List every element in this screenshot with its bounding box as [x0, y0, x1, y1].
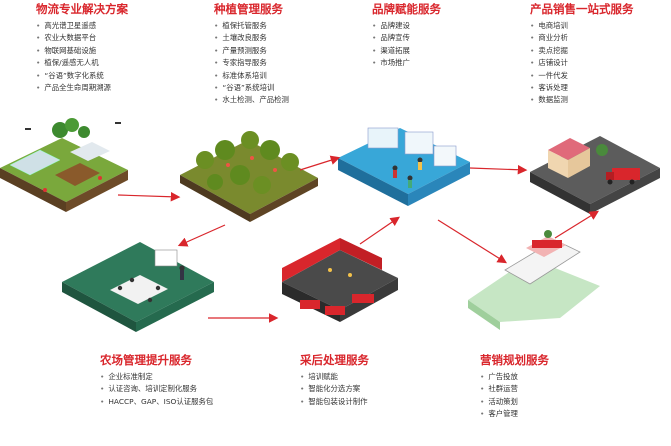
arrow-brand-to-retail	[470, 168, 525, 170]
warehouse-scene	[282, 238, 398, 322]
list-item: 标准体系培训	[214, 70, 289, 82]
list-item: 企业标准制定	[100, 371, 213, 383]
list-item: 土壤改良服务	[214, 32, 289, 44]
list-item: 植保托管服务	[214, 20, 289, 32]
arrow-warehouse-to-brand	[360, 218, 398, 244]
section-title: 农场管理提升服务	[100, 353, 213, 367]
list-item: 物联网基础设施	[36, 45, 128, 57]
list-item: 客诉处理	[530, 82, 634, 94]
list-item: 智能包装设计制作	[300, 396, 369, 408]
mobile-marketing-scene	[468, 230, 600, 330]
section-title: 采后处理服务	[300, 353, 369, 367]
list-item: HACCP、GAP、ISO认证服务包	[100, 396, 213, 408]
section-logistics-solution: 物流专业解决方案 高光谱卫星遥感 农业大数据平台 物联网基础设施 植保/遥感无人…	[36, 2, 128, 94]
arrow-brand-to-mobile	[438, 220, 505, 262]
section-title: 品牌赋能服务	[372, 2, 441, 16]
list-item: 专家指导服务	[214, 57, 289, 69]
list-item: 产量预测服务	[214, 45, 289, 57]
section-title: 种植管理服务	[214, 2, 289, 16]
section-title: 营销规划服务	[480, 353, 549, 367]
section-title: 物流专业解决方案	[36, 2, 128, 16]
section-title: 产品销售一站式服务	[530, 2, 634, 16]
orchard-scene	[180, 131, 318, 222]
list-item: 广告投放	[480, 371, 549, 383]
list-item: 培训赋能	[300, 371, 369, 383]
list-item: 电商培训	[530, 20, 634, 32]
section-planting-management: 种植管理服务 植保托管服务 土壤改良服务 产量预测服务 专家指导服务 标准体系培…	[214, 2, 289, 107]
list-item: 一件代发	[530, 70, 634, 82]
list-item: 产品全生命周期溯源	[36, 82, 128, 94]
section-one-stop-sales: 产品销售一站式服务 电商培训 商业分析 卖点挖掘 店铺设计 一件代发 客诉处理 …	[530, 2, 634, 107]
list-item: 社群运营	[480, 383, 549, 395]
list-item: “谷语”数字化系统	[36, 70, 128, 82]
list-item: 客户管理	[480, 408, 549, 420]
list-item: 卖点挖掘	[530, 45, 634, 57]
list-item: 活动策划	[480, 396, 549, 408]
list-item: 植保/遥感无人机	[36, 57, 128, 69]
list-item: 农业大数据平台	[36, 32, 128, 44]
list-item: 品牌宣传	[372, 32, 441, 44]
section-farm-management: 农场管理提升服务 企业标准制定 认证咨询、培训定制化服务 HACCP、GAP、I…	[100, 353, 213, 408]
arrow-orchard-to-meeting	[180, 225, 225, 245]
list-item: 市场推广	[372, 57, 441, 69]
list-item: 店铺设计	[530, 57, 634, 69]
list-item: 智能化分选方案	[300, 383, 369, 395]
smart-farm-scene	[0, 118, 128, 212]
list-item: 品牌建设	[372, 20, 441, 32]
arrow-farm-to-orchard	[118, 195, 178, 197]
list-item: 数据监测	[530, 94, 634, 106]
arrow-mobile-to-retail	[555, 212, 597, 238]
meeting-room-scene	[62, 242, 214, 332]
section-marketing-planning: 营销规划服务 广告投放 社群运营 活动策划 客户管理	[480, 353, 549, 421]
section-post-harvest: 采后处理服务 培训赋能 智能化分选方案 智能包装设计制作	[300, 353, 369, 408]
list-item: 高光谱卫星遥感	[36, 20, 128, 32]
list-item: 认证咨询、培训定制化服务	[100, 383, 213, 395]
list-item: 渠道拓展	[372, 45, 441, 57]
list-item: “谷语”系统培训	[214, 82, 289, 94]
retail-store-scene	[530, 136, 660, 214]
list-item: 水土检测、产品检测	[214, 94, 289, 106]
brand-exhibition-scene	[338, 128, 470, 206]
section-brand-empowerment: 品牌赋能服务 品牌建设 品牌宣传 渠道拓展 市场推广	[372, 2, 441, 70]
arrow-orchard-to-brand	[300, 158, 338, 170]
list-item: 商业分析	[530, 32, 634, 44]
